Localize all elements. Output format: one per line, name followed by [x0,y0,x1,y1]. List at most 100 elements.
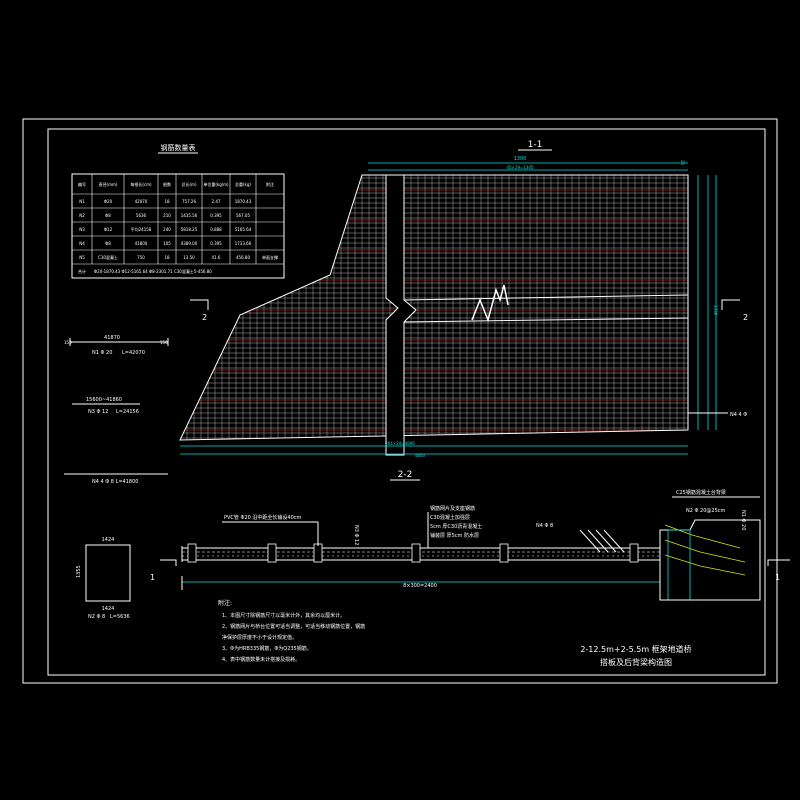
beam-stirrup [667,529,691,601]
note-right-2: N2 Φ 20@25cm [686,508,726,514]
table-cell: Φ12 [104,227,113,232]
table-header-cell: 总重(kg) [235,181,251,187]
table-header-cell: 单位重(kg/m) [203,181,229,187]
table-cell: 5636 [136,213,147,218]
note-right-1: C25钢筋混凝土台背梁 [676,489,726,496]
table-cell: 13.50 [183,255,195,260]
table-header-cell: 总长(m) [181,181,196,187]
table-cell: 平均24158 [131,226,152,232]
bar-detail-n3: 15600~41860 N3 Φ 12 L=24156 [72,397,140,415]
back-beam [659,519,761,601]
cut-label-right: 2 [743,313,748,322]
table-cell: Φ8 [105,213,111,218]
note-item-1: 1、本图尺寸除钢筋尺寸以毫米计外，其余均以厘米计。 [222,612,345,619]
break-zigzag [471,284,509,323]
dim-right-text: 1330 [713,305,718,316]
notes-heading: 附注: [218,599,232,607]
bar-detail-n1: 41870 N1 Φ 20 L=42070 150 150 [64,335,169,356]
dim-top-sub-text: 45×29=1305 [506,165,534,170]
section-1-1-label: 1-1 [528,140,543,150]
table-cell: 757.26 [182,199,196,204]
table-cell: 2.47 [212,199,221,204]
cut-mark-1-left [160,559,177,566]
table-cell: 18 [164,255,170,260]
table-cell: 5818.25 [181,227,198,232]
cut-mark-1-right [767,559,790,566]
slab-outline [179,174,689,441]
n3-dim: 15600~41860 [86,397,122,403]
table-cell: 5165.64 [235,227,252,232]
rebar-quantity-table: 钢筋数量表 编号直径(mm)每根长(cm)根数总长(m)单位重(kg/m)总重(… [71,143,285,279]
support-pad [267,543,277,563]
table-cell: Φ20 [104,199,113,204]
n1-dim: 41870 [104,335,120,341]
back-beam-rebars [664,524,746,576]
table-header-cell: 编号 [78,181,86,187]
n2-dim-bottom: 1424 [102,606,115,612]
table-cell: N4 [79,241,85,246]
table-cell: 4389.00 [181,241,198,246]
table-cell: N5 [79,255,85,260]
note-mid-3: 5cm 厚C30沥青混凝土 [430,523,482,530]
outer-border [22,118,778,684]
cut-mark-right [721,299,740,310]
notes-block: 附注: 1、本图尺寸除钢筋尺寸以毫米计外，其余均以厘米计。 2、钢筋网片与桥台位… [218,599,365,663]
support-pad [499,543,509,563]
support-pad [629,543,639,563]
support-pad [411,543,421,563]
table-cell: 456.80 [236,255,250,260]
n2-length: L=5636 [110,614,130,620]
dim-right-top-text: 25 [680,160,685,166]
section-2-2-label: 2-2 [398,470,413,480]
n3-length: L=24156 [116,409,139,415]
n3-label: N3 Φ 12 [88,409,108,415]
note-item-4: 3、Φ为HRB335钢筋，Φ为Q235钢筋。 [222,645,312,652]
table-cell: N2 [79,213,85,218]
table-cell: C30混凝土 [98,254,118,260]
table-cell: 0.395 [210,241,222,246]
n1-end-mark-r: 150 [160,340,168,345]
table-cell: Φ8 [105,241,111,246]
table-grid: 编号 直径(mm) 每根长(cm) 根数 总长(m) 单位重(kg/m) 总重(kg) 附注 N… [71,173,285,279]
plan-view-1-1: 1300 45×29=1305 204×24=4896 4850 1330 25… [179,140,748,458]
table-header-cell: 直径(mm) [99,181,118,187]
dim-top-text: 1300 [514,156,527,162]
break-line-bottom [403,317,689,323]
n2-label: N2 Φ 8 [88,614,105,620]
table-border [71,173,285,279]
n3-tag-section: N3 Φ 12 [353,525,359,545]
n2-dim-side: 1355 [76,565,82,578]
table-cell: 42070 [135,199,148,204]
note-pvc: PVC管 Φ20 沿中距全长铺设40cm [224,514,302,521]
support-pad [313,543,323,563]
cut-1-right-label: 1 [775,573,780,582]
note-item-2: 2、钢筋网片与桥台位置可适当调整，可适当移动钢筋位置，钢筋 [222,623,365,630]
table-header-cell: 根数 [163,181,171,187]
hatch-lines [579,529,625,553]
table-cell: 1435.56 [181,213,198,218]
note-mid-2: C30混凝土加强层 [430,514,470,521]
cut-1-left-label: 1 [150,573,155,582]
table-header-cell: 附注 [266,181,274,187]
title-line-2: 搭板及后背梁构造图 [600,657,672,667]
table-cell: 750 [137,255,145,260]
break-line-top [403,294,689,301]
inner-frame [47,128,766,676]
bar-detail-n4: N4 4 Φ 8 L=41800 [64,473,168,485]
table-cell: 1733.66 [235,241,252,246]
cut-mark-left [190,299,209,310]
table-cell: 18 [164,199,170,204]
table-cell: 105 [163,241,171,246]
title-line-1: 2-12.5m+2-5.5m 框架地道桥 [580,644,691,654]
note-item-5: 4、表中钢筋数量未计搭接及损耗。 [222,656,300,663]
support-pads [187,543,639,563]
table-header-cell: 每根长(cm) [130,181,152,187]
table-cell: 0.395 [210,213,222,218]
n2-stirrup-shape [85,544,131,602]
dim-2-2-bottom: 8×300=2400 [403,583,437,589]
table-cell: 合计 [78,268,86,274]
table-cell: 1870.43 [235,199,252,204]
side-label-n1: N1 Φ 20 [740,510,746,530]
table-cell: 41.6 [212,255,221,260]
